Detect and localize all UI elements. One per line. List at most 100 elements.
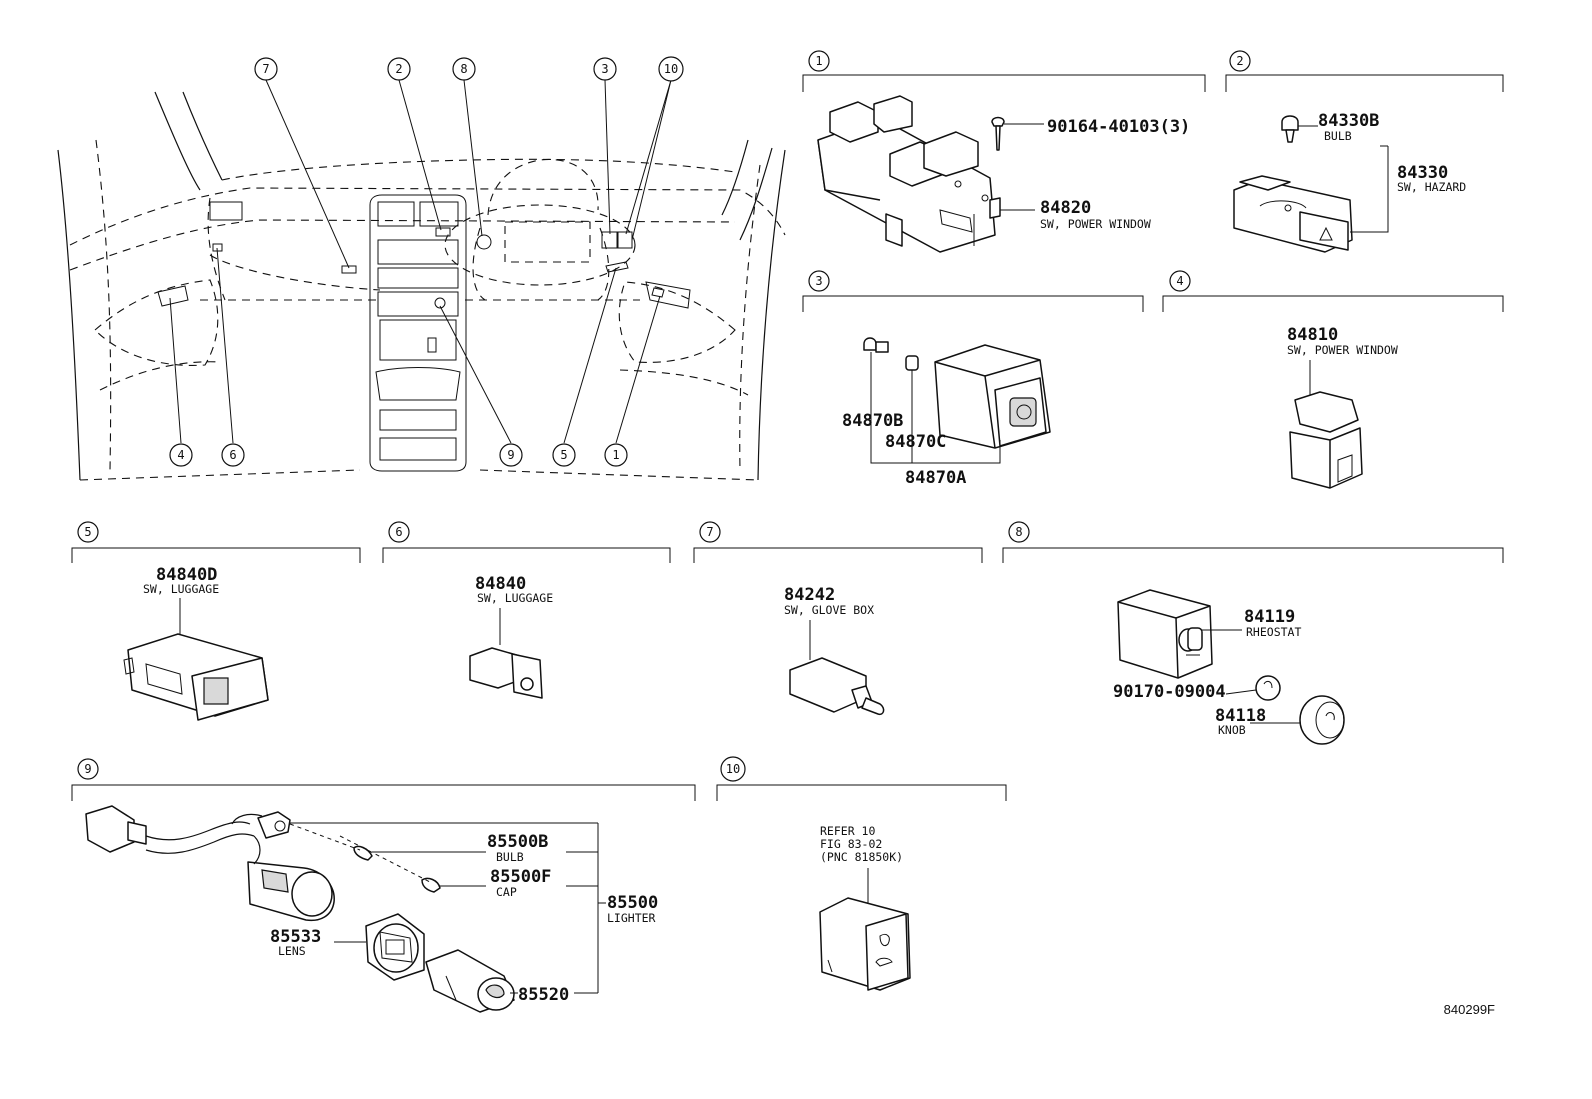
section-6: 6 84840 SW, LUGGAGE [382, 521, 671, 699]
lighter-element-85520 [425, 949, 515, 1013]
svg-text:LENS: LENS [278, 944, 306, 958]
svg-text:84870B: 84870B [842, 411, 903, 431]
svg-text:90170-09004: 90170-09004 [1113, 682, 1226, 702]
switch-bulb-84870b [863, 337, 889, 353]
svg-text:8: 8 [1015, 525, 1022, 539]
luggage-switch-84840d [123, 633, 269, 721]
section-9: 9 85500B BULB 85500F [71, 758, 696, 1013]
svg-text:84119: 84119 [1244, 607, 1295, 627]
svg-text:SW, POWER WINDOW: SW, POWER WINDOW [1287, 343, 1398, 357]
screw-90164 [991, 116, 1044, 151]
svg-text:84840: 84840 [475, 574, 526, 594]
rheostat-knob [1299, 695, 1345, 745]
svg-text:CAP: CAP [496, 885, 517, 899]
section-2: 2 84330B BULB 84330 SW, HAZARD [1225, 50, 1504, 253]
svg-text:KNOB: KNOB [1218, 723, 1246, 737]
glove-box-switch [789, 657, 885, 716]
svg-text:1: 1 [612, 448, 619, 462]
overview-leaders [169, 79, 672, 444]
lighter-cap [421, 877, 441, 893]
dashboard-overview [57, 91, 786, 481]
svg-text:10: 10 [664, 62, 678, 76]
lighter-bulb [353, 845, 373, 861]
svg-text:84870A: 84870A [905, 468, 966, 488]
svg-text:90164-40103(3): 90164-40103(3) [1047, 117, 1190, 137]
callout-10: 10 [658, 56, 684, 82]
svg-text:85533: 85533 [270, 927, 321, 947]
lighter-socket [247, 835, 335, 922]
svg-text:84840D: 84840D [156, 565, 217, 585]
svg-text:SW, HAZARD: SW, HAZARD [1397, 180, 1466, 194]
svg-text:SW, POWER WINDOW: SW, POWER WINDOW [1040, 217, 1151, 231]
svg-text:5: 5 [560, 448, 567, 462]
svg-text:LIGHTER: LIGHTER [607, 911, 656, 925]
switch-84870a [934, 344, 1051, 449]
svg-text:3: 3 [815, 274, 822, 288]
section-7: 7 84242 SW, GLOVE BOX [693, 521, 983, 716]
callout-1: 1 [604, 443, 628, 467]
svg-text:84118: 84118 [1215, 706, 1266, 726]
svg-text:84870C: 84870C [885, 432, 946, 452]
section-1: 1 90164-40103(3) 84820 SW, POWER WINDOW [802, 50, 1206, 253]
svg-text:84242: 84242 [784, 585, 835, 605]
svg-text:84810: 84810 [1287, 325, 1338, 345]
svg-text:(PNC 81850K): (PNC 81850K) [820, 850, 903, 864]
callout-9: 9 [499, 443, 523, 467]
callout-4: 4 [169, 443, 193, 467]
svg-text:6: 6 [229, 448, 236, 462]
section-8: 8 84119 RHEOSTAT 90170-09004 84118 KNOB [1002, 521, 1504, 745]
callout-7: 7 [254, 57, 278, 81]
section-10: 10 REFER 10 FIG 83-02 (PNC 81850K) [716, 756, 1007, 991]
svg-text:9: 9 [507, 448, 514, 462]
callout-3: 3 [593, 57, 617, 81]
callout-6: 6 [221, 443, 245, 467]
luggage-switch-84840 [469, 647, 543, 699]
svg-text:3: 3 [601, 62, 608, 76]
callout-5: 5 [552, 443, 576, 467]
svg-text:7: 7 [706, 525, 713, 539]
svg-text:SW, LUGGAGE: SW, LUGGAGE [477, 591, 553, 605]
figure-id: 840299F [1444, 1002, 1495, 1017]
svg-text:84330: 84330 [1397, 163, 1448, 183]
svg-text:85520: 85520 [518, 985, 569, 1005]
svg-text:6: 6 [395, 525, 402, 539]
svg-text:2: 2 [1236, 54, 1243, 68]
svg-text:84820: 84820 [1040, 198, 1091, 218]
svg-text:1: 1 [815, 54, 822, 68]
power-window-switch-84810 [1289, 391, 1363, 489]
lighter-harness [85, 805, 291, 854]
svg-text:85500B: 85500B [487, 832, 548, 852]
svg-text:7: 7 [262, 62, 269, 76]
svg-text:84330B: 84330B [1318, 111, 1379, 131]
callout-8: 8 [452, 57, 476, 81]
svg-text:FIG 83-02: FIG 83-02 [820, 837, 882, 851]
svg-text:85500F: 85500F [490, 867, 551, 887]
svg-text:4: 4 [177, 448, 184, 462]
svg-text:2: 2 [395, 62, 402, 76]
svg-text:BULB: BULB [1324, 129, 1352, 143]
svg-text:BULB: BULB [496, 850, 524, 864]
svg-text:10: 10 [726, 762, 740, 776]
svg-text:9: 9 [84, 762, 91, 776]
svg-text:REFER 10: REFER 10 [820, 824, 875, 838]
lighter-lens [365, 913, 425, 981]
svg-text:8: 8 [460, 62, 467, 76]
hazard-bulb [1281, 115, 1299, 143]
switch-cap-84870c [905, 355, 919, 371]
callout-2: 2 [387, 57, 411, 81]
power-window-master-switch [817, 95, 1001, 253]
svg-text:85500: 85500 [607, 893, 658, 913]
section-4: 4 84810 SW, POWER WINDOW [1162, 270, 1504, 489]
svg-text:RHEOSTAT: RHEOSTAT [1246, 625, 1301, 639]
hazard-switch [1233, 175, 1353, 253]
svg-text:SW, GLOVE BOX: SW, GLOVE BOX [784, 603, 874, 617]
section-5: 5 84840D SW, LUGGAGE [71, 521, 361, 721]
referenced-switch [819, 897, 911, 991]
section-3: 3 84870B 84870C 84870A [802, 270, 1144, 488]
nut-90170 [1255, 675, 1281, 701]
svg-text:4: 4 [1176, 274, 1183, 288]
svg-text:SW, LUGGAGE: SW, LUGGAGE [143, 582, 219, 596]
svg-text:5: 5 [84, 525, 91, 539]
rheostat [1117, 589, 1213, 679]
